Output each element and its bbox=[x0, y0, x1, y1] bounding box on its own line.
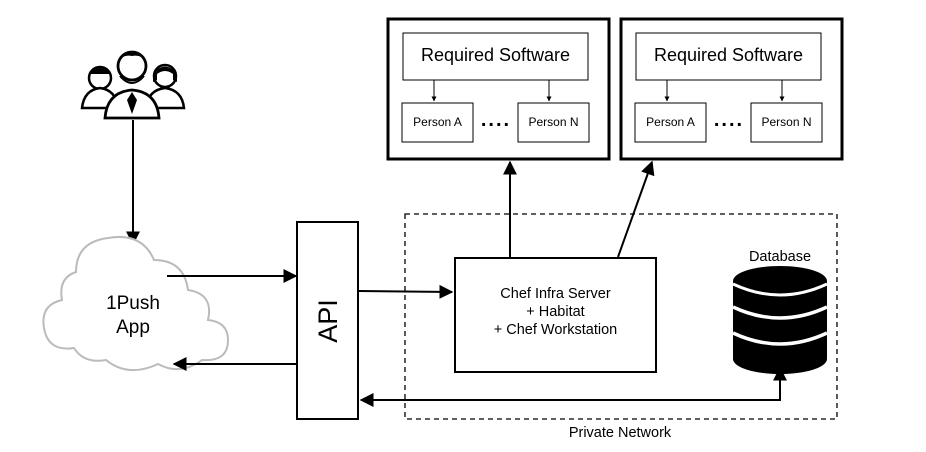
chef-line3: + Chef Workstation bbox=[493, 322, 618, 338]
private-network-label: Private Network bbox=[568, 425, 672, 441]
database-label: Database bbox=[748, 249, 812, 265]
ellipsis-1: .... bbox=[480, 109, 512, 131]
ellipsis-2: .... bbox=[713, 109, 745, 131]
chef-to-software-right-arrow bbox=[617, 160, 655, 258]
software-box-2 bbox=[619, 17, 844, 161]
api-box bbox=[296, 221, 359, 420]
database-api-arrow bbox=[359, 366, 787, 407]
api-label: API bbox=[313, 299, 343, 343]
required-software-title-2: Required Software bbox=[653, 45, 804, 65]
person-first-label-2: Person A bbox=[646, 115, 695, 129]
users-group-icon bbox=[80, 50, 186, 120]
database-icon bbox=[732, 266, 828, 374]
chef-line1: Chef Infra Server bbox=[500, 286, 611, 302]
cloud-icon bbox=[42, 236, 230, 371]
app-name-line1: 1Push bbox=[106, 293, 160, 314]
api-to-chef-arrow bbox=[358, 284, 454, 299]
chef-server-box bbox=[454, 257, 657, 373]
private-network-boundary bbox=[404, 213, 838, 420]
person-first-label-1: Person A bbox=[413, 115, 462, 129]
app-name-line2: App bbox=[116, 317, 150, 338]
software-box-1 bbox=[386, 17, 611, 161]
chef-line2: + Habitat bbox=[526, 304, 585, 320]
person-last-label-2: Person N bbox=[761, 115, 812, 129]
required-software-title-1: Required Software bbox=[420, 45, 571, 65]
person-last-label-1: Person N bbox=[528, 115, 579, 129]
